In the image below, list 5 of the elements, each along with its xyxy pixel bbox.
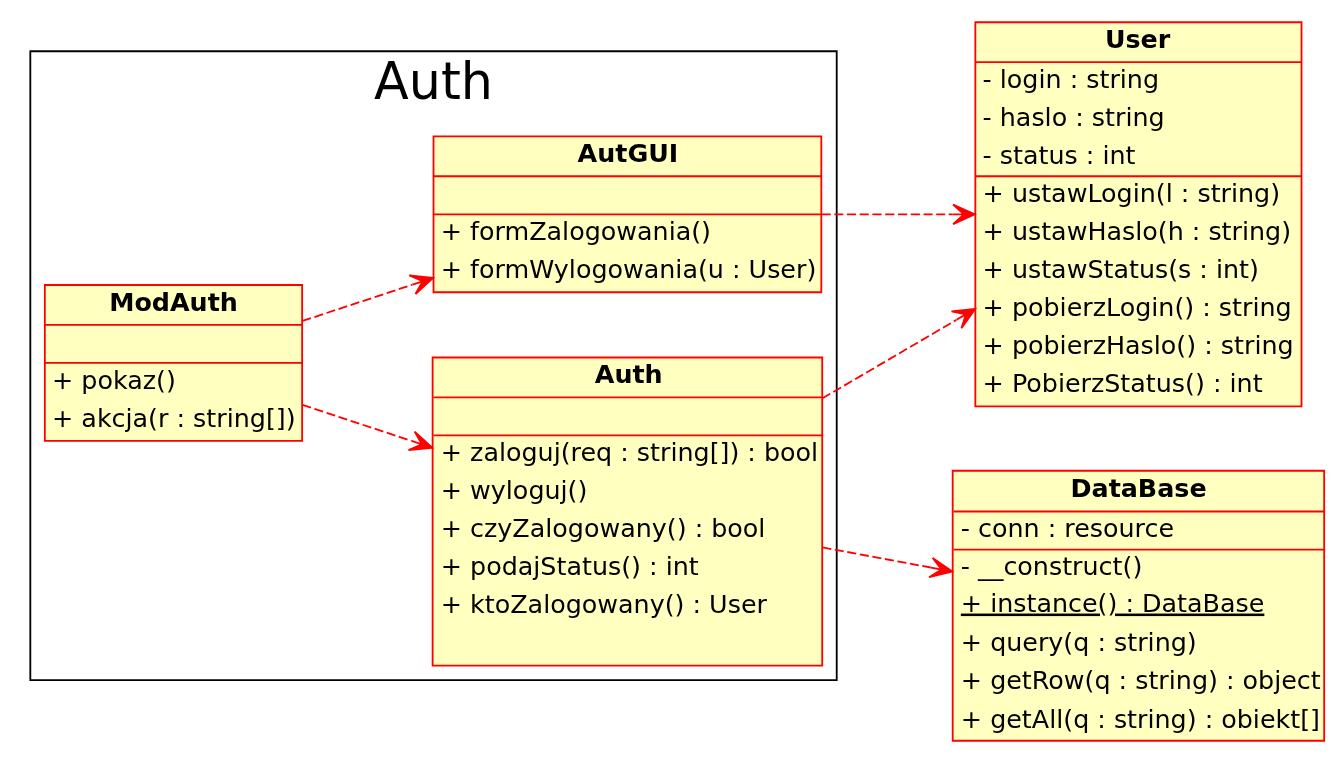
arrow	[301, 404, 434, 452]
arrow	[820, 203, 976, 226]
arrow	[821, 307, 977, 400]
arrow	[301, 274, 434, 322]
arrow	[821, 546, 954, 579]
